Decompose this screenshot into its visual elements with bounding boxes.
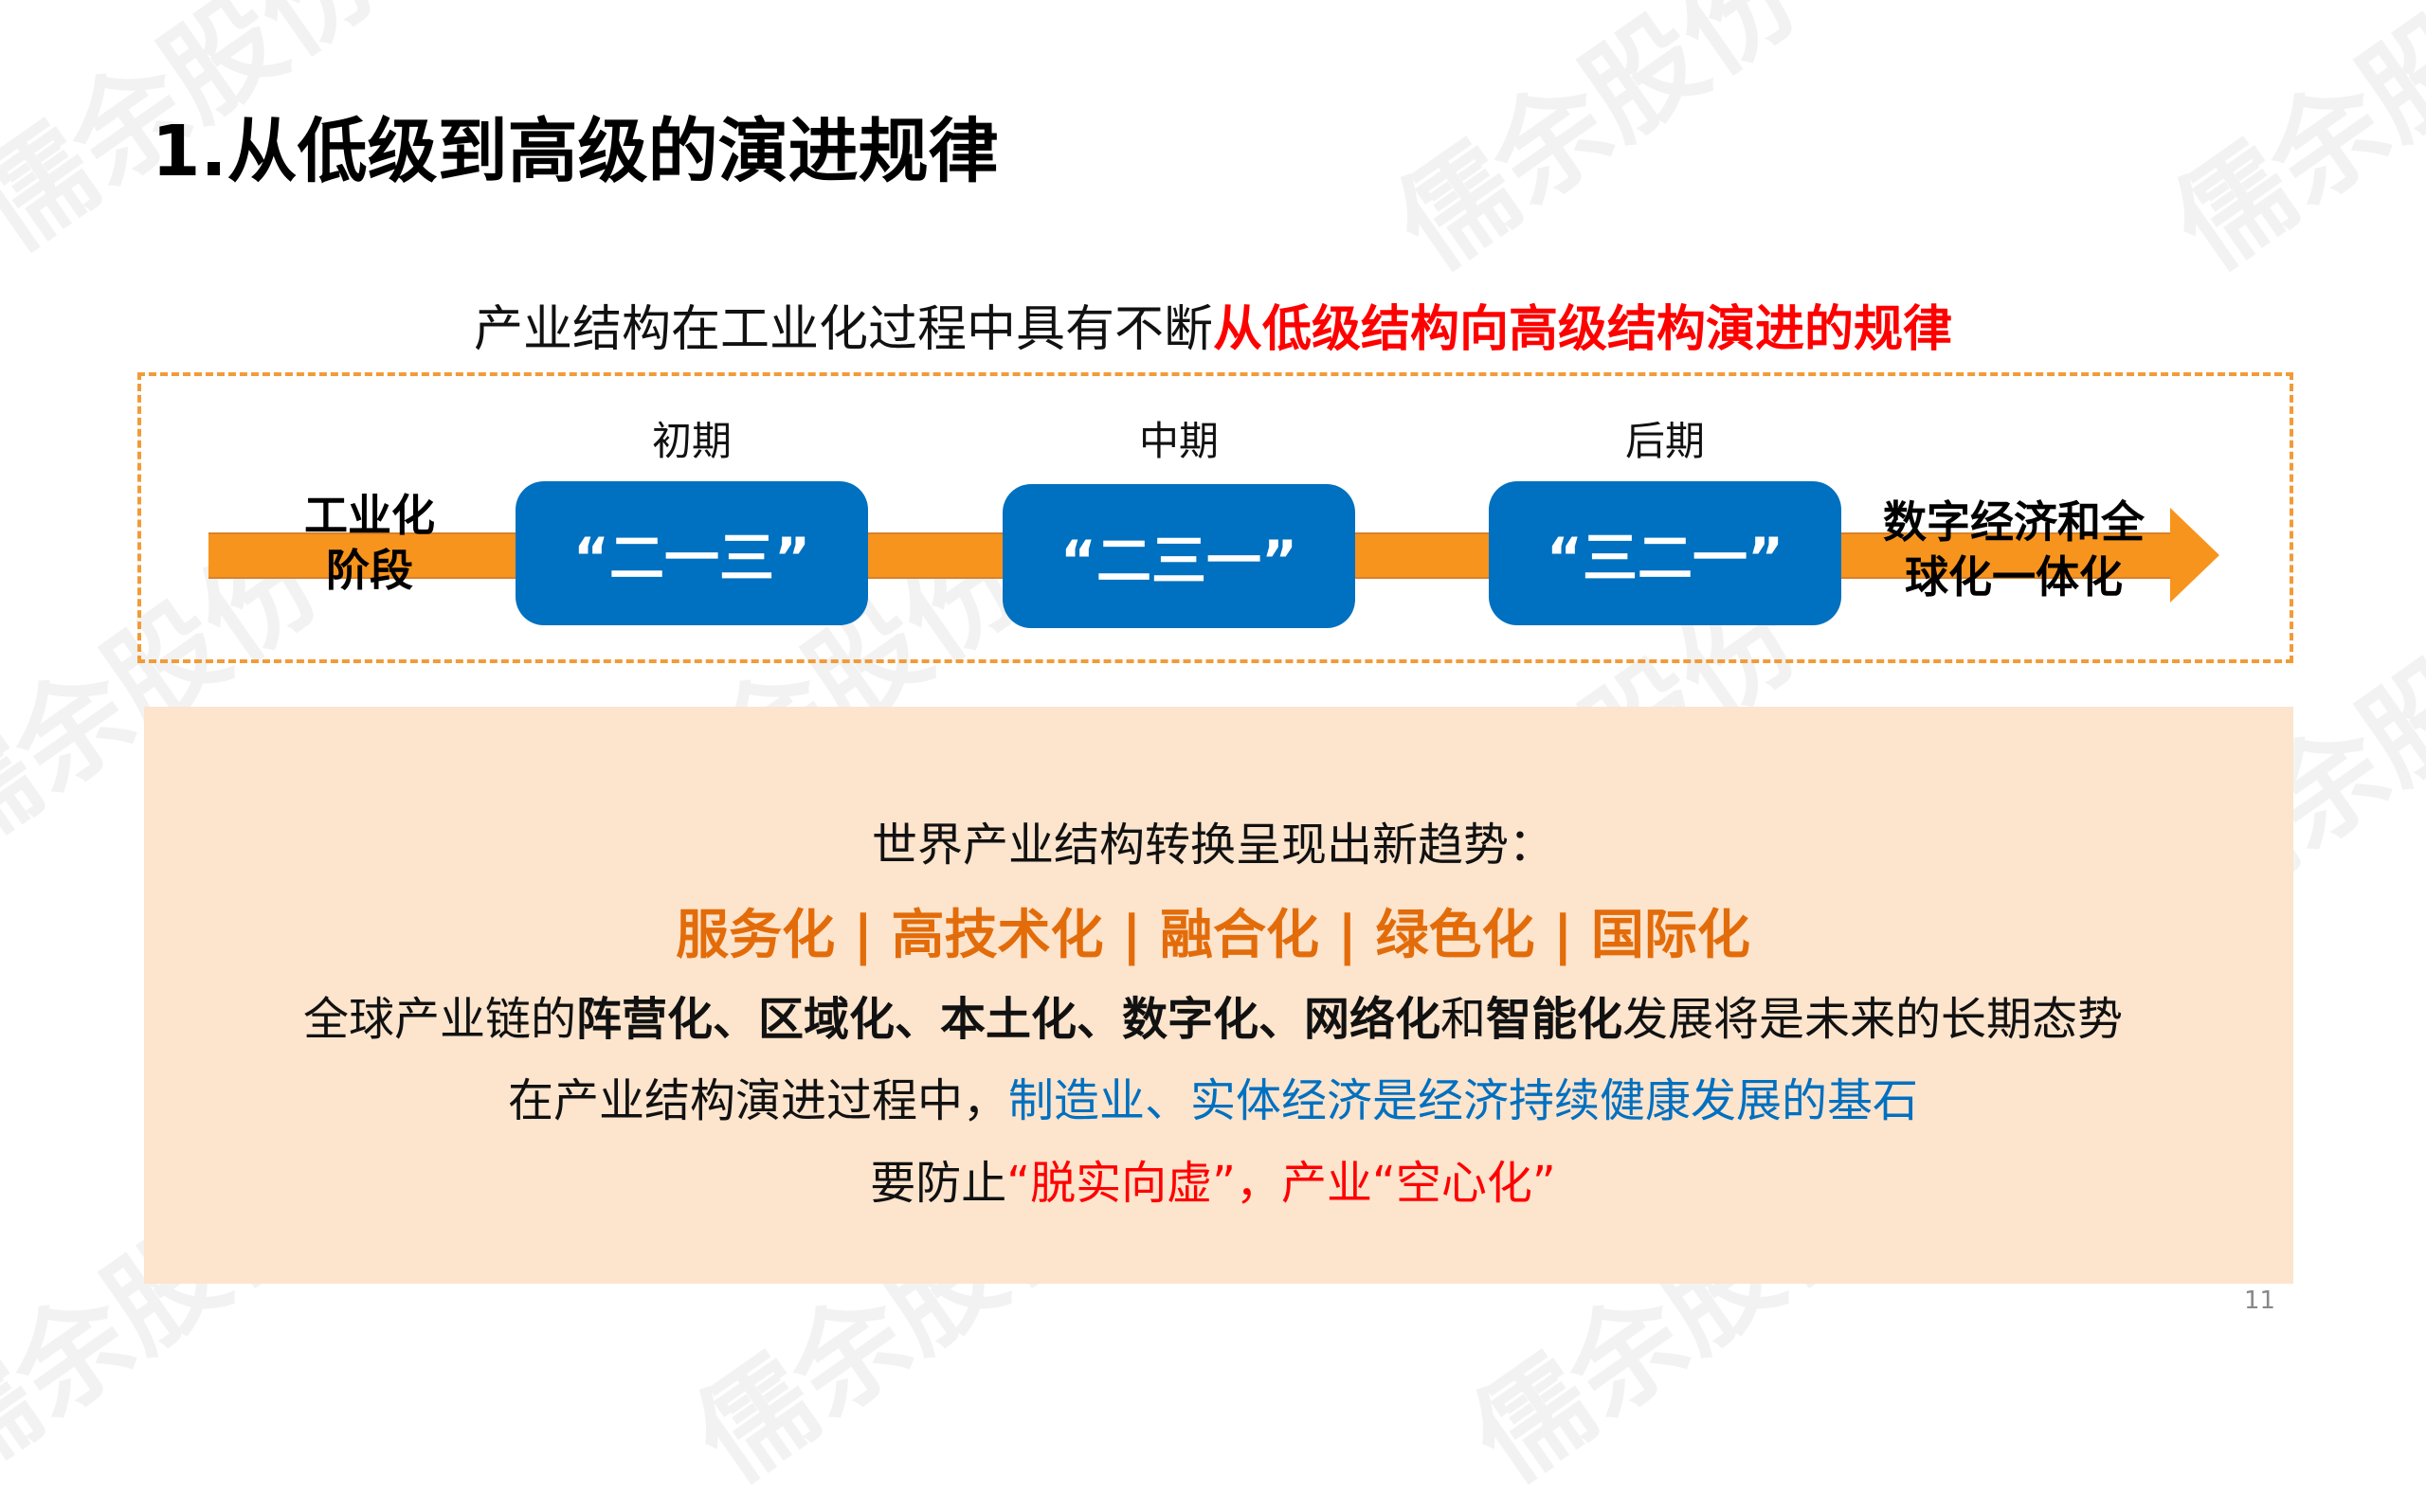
trends-line-2: 在产业结构演进过程中，制造业、实体经济是经济持续健康发展的基石 (0, 1063, 2426, 1129)
trends-items: 服务化 | 高技术化 | 融合化 | 绿色化 | 国际化 (676, 905, 1750, 966)
page-number: 11 (2244, 1287, 2276, 1315)
stage-structure: “二一三” (572, 526, 811, 590)
trends-panel (144, 707, 2293, 1284)
text-red: “脱实向虚”，产业“空心化” (1006, 1157, 1556, 1210)
subtitle-highlight: 从低级结构向高级结构演进的规律 (1213, 301, 1953, 358)
timeline-frame (137, 372, 2293, 663)
trends-line-1: 全球产业链的阵营化、区域化、本土化、数字化、网络化和智能化发展将是未来的长期态势 (0, 981, 2426, 1048)
text: 要防止 (870, 1157, 1007, 1210)
text: 发展将是未来的长期态势 (1622, 993, 2124, 1046)
stage-box: “二三一” (1003, 484, 1355, 628)
text-bold: 智能化 (1486, 993, 1623, 1046)
period-label: 后期 (1624, 418, 1705, 464)
subtitle-text: 产业结构在工业化过程中具有不断 (473, 301, 1213, 358)
stage-structure: “三二一” (1546, 526, 1784, 590)
text: 和 (1439, 993, 1486, 1046)
timeline-end-label: 数字经济和全球化一体化 (1857, 495, 2170, 604)
text: 全球产业链的 (302, 993, 576, 1046)
text-bold: 阵营化、区域化、本土化、数字化、网络化 (575, 993, 1440, 1046)
stage-box: “二一三” (516, 481, 868, 625)
stage-structure: “二三一” (1059, 529, 1298, 593)
text: 在产业结构演进过程中， (507, 1074, 1008, 1127)
label-line: 数字经济和全 (1883, 496, 2145, 548)
timeline-start-label: 工业化阶段 (275, 488, 464, 598)
watermark: 儒余股份 (1374, 0, 1823, 296)
period-label: 中期 (1138, 418, 1219, 464)
watermark: 儒余股份 (2151, 0, 2426, 296)
label-line: 阶段 (326, 545, 413, 596)
label-line: 球化一体化 (1905, 551, 2123, 603)
period-label: 初期 (651, 418, 732, 464)
text-blue: 制造业、实体经济是经济持续健康发展的基石 (1008, 1074, 1919, 1127)
trends-line-3: 要防止“脱实向虚”，产业“空心化” (0, 1145, 2426, 1212)
trends-heading: 世界产业结构转换呈现出新趋势： (871, 819, 1554, 872)
subtitle: 产业结构在工业化过程中具有不断从低级结构向高级结构演进的规律 (0, 289, 2426, 360)
stage-box: “三二一” (1489, 481, 1841, 625)
label-line: 工业化 (304, 490, 435, 541)
page-title: 1.从低级到高级的演进规律 (152, 111, 999, 192)
timeline-arrow-head (2170, 508, 2219, 603)
